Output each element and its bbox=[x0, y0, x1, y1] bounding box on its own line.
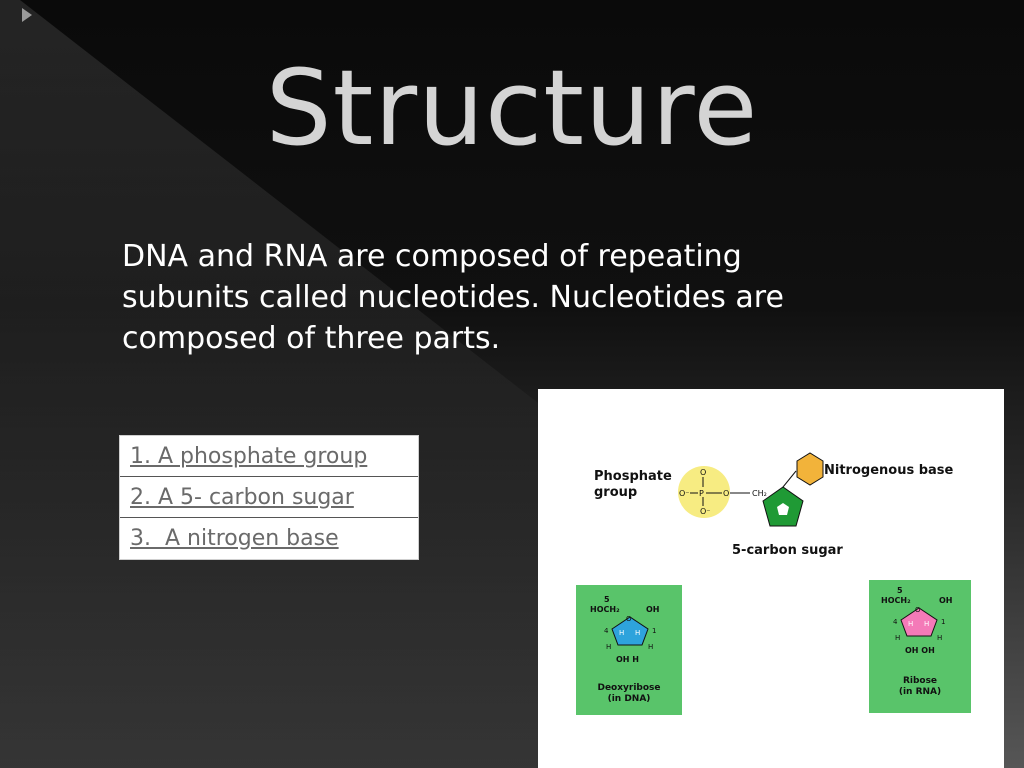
deoxyribose-box: 5 HOCH₂ OH O H H 4 1 H H OH H Deoxyribos… bbox=[576, 585, 682, 715]
list-item[interactable]: 1. A phosphate group bbox=[120, 436, 418, 477]
list-link-base[interactable]: 3. A nitrogen base bbox=[130, 526, 339, 551]
deoxy-caption-line-2: (in DNA) bbox=[607, 694, 651, 704]
slide-arrow-icon bbox=[22, 8, 32, 22]
deoxy-bottom: OH H bbox=[616, 655, 639, 664]
svg-text:O⁻: O⁻ bbox=[679, 489, 690, 498]
nucleotide-diagram: O O⁻ P O O⁻ CH₂ bbox=[678, 452, 824, 527]
ribose-caption: Ribose (in RNA) bbox=[869, 676, 971, 698]
svg-text:H: H bbox=[648, 643, 653, 651]
svg-text:H: H bbox=[635, 629, 640, 637]
sugar-label: 5-carbon sugar bbox=[732, 543, 843, 558]
svg-text:O: O bbox=[626, 615, 632, 623]
ribose-caption-line-2: (in RNA) bbox=[898, 687, 942, 697]
svg-text:P: P bbox=[699, 489, 704, 498]
list-link-phosphate[interactable]: 1. A phosphate group bbox=[130, 443, 368, 469]
body-text: DNA and RNA are composed of repeating su… bbox=[122, 239, 784, 356]
ribose-caption-line-1: Ribose bbox=[902, 676, 938, 686]
svg-text:4: 4 bbox=[604, 627, 609, 635]
ribose-carbon-5: 5 bbox=[897, 586, 903, 595]
list-item[interactable]: 3. A nitrogen base bbox=[120, 518, 418, 559]
svg-text:O: O bbox=[915, 606, 921, 614]
svg-text:H: H bbox=[606, 643, 611, 651]
svg-text:O⁻: O⁻ bbox=[700, 507, 711, 516]
phosphate-label-line-1: Phosphate bbox=[594, 469, 672, 484]
svg-text:4: 4 bbox=[893, 618, 898, 626]
parts-list: 1. A phosphate group 2. A 5- carbon suga… bbox=[119, 435, 419, 560]
phosphate-label: Phosphate group bbox=[594, 469, 672, 501]
ribose-hoch2: HOCH₂ bbox=[881, 596, 911, 605]
svg-text:1: 1 bbox=[652, 627, 656, 635]
svg-text:H: H bbox=[895, 634, 900, 642]
ribose-oh-top: OH bbox=[939, 596, 953, 605]
svg-text:H: H bbox=[924, 620, 929, 628]
deoxy-carbon-5: 5 bbox=[604, 595, 610, 604]
nucleotide-figure: Phosphate group Nitrogenous base 5-carbo… bbox=[538, 389, 1004, 768]
ribose-box: 5 HOCH₂ OH O H H 4 1 H H OH OH Ribose (i… bbox=[869, 580, 971, 713]
deoxy-hoch2: HOCH₂ bbox=[590, 605, 620, 614]
phosphate-label-line-2: group bbox=[594, 485, 638, 500]
deoxy-caption-line-1: Deoxyribose bbox=[597, 683, 661, 693]
svg-text:O: O bbox=[723, 489, 729, 498]
slide-title: Structure bbox=[265, 47, 759, 169]
nitrogenous-base-label: Nitrogenous base bbox=[824, 463, 954, 478]
svg-text:1: 1 bbox=[941, 618, 945, 626]
deoxy-oh-top: OH bbox=[646, 605, 660, 614]
list-item[interactable]: 2. A 5- carbon sugar bbox=[120, 477, 418, 518]
ribose-ring bbox=[900, 607, 938, 637]
svg-text:O: O bbox=[700, 468, 706, 477]
list-link-sugar[interactable]: 2. A 5- carbon sugar bbox=[130, 484, 354, 510]
svg-text:H: H bbox=[937, 634, 942, 642]
nitrogenous-base-hexagon bbox=[796, 452, 824, 486]
svg-text:H: H bbox=[908, 620, 913, 628]
svg-text:H: H bbox=[619, 629, 624, 637]
phosphate-circle bbox=[678, 466, 730, 518]
ch2-label: CH₂ bbox=[752, 489, 767, 498]
deoxy-caption: Deoxyribose (in DNA) bbox=[576, 683, 682, 705]
deoxyribose-ring bbox=[611, 616, 649, 646]
ribose-bottom: OH OH bbox=[905, 646, 935, 655]
